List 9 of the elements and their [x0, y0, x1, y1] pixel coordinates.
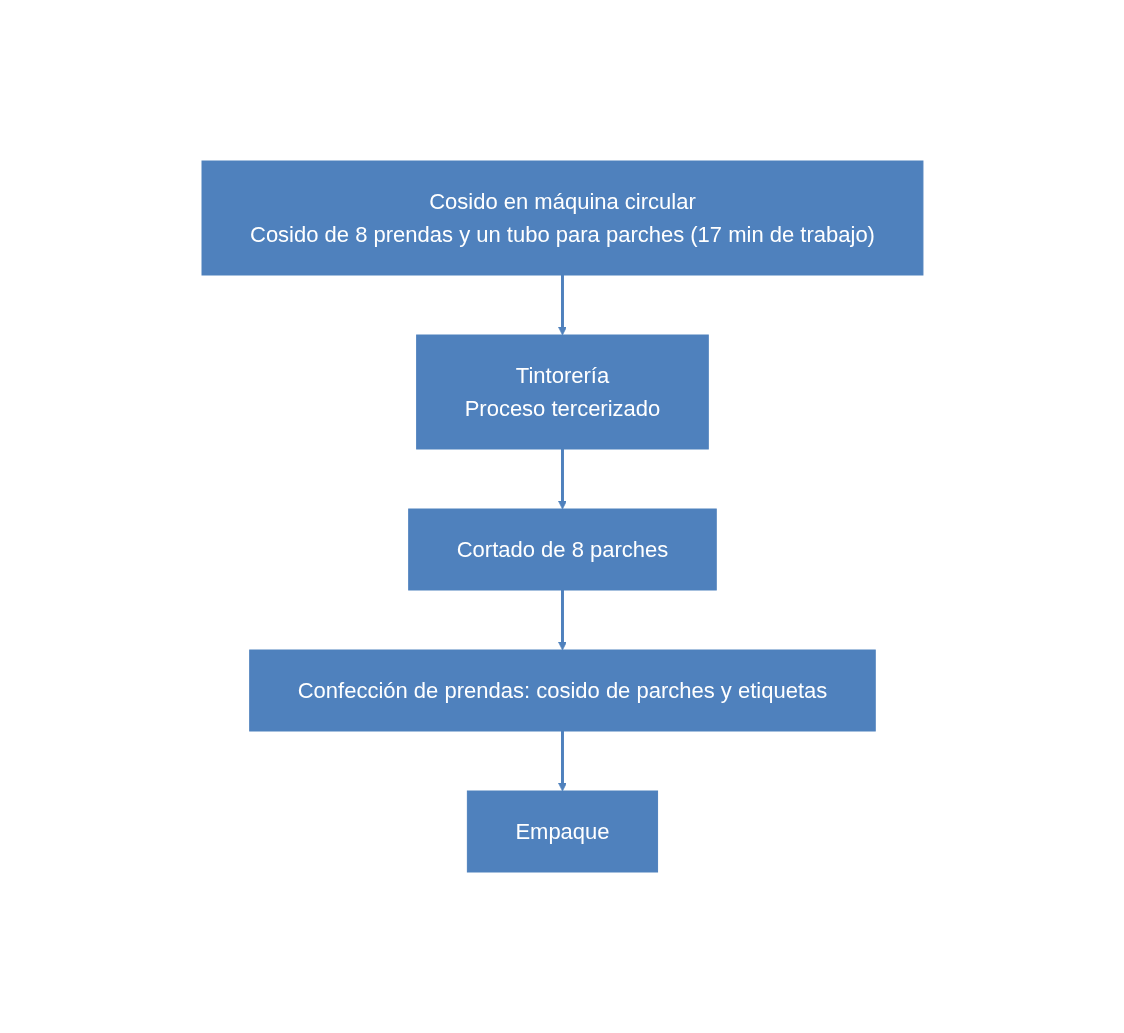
arrow	[557, 590, 567, 651]
node-box: Cortado de 8 parches	[407, 508, 717, 591]
arrow	[557, 449, 567, 510]
node-box: Tintorería Proceso tercerizado	[415, 334, 709, 450]
node-box: Confección de prendas: cosido de parches y etiquetas	[248, 649, 876, 732]
arrow	[557, 731, 567, 792]
arrow	[557, 275, 567, 336]
node-box: Cosido en máquina circular Cosido de 8 prendas y un tubo para parches (17 min de trabajo)	[201, 160, 923, 276]
node-box: Empaque	[466, 790, 658, 873]
